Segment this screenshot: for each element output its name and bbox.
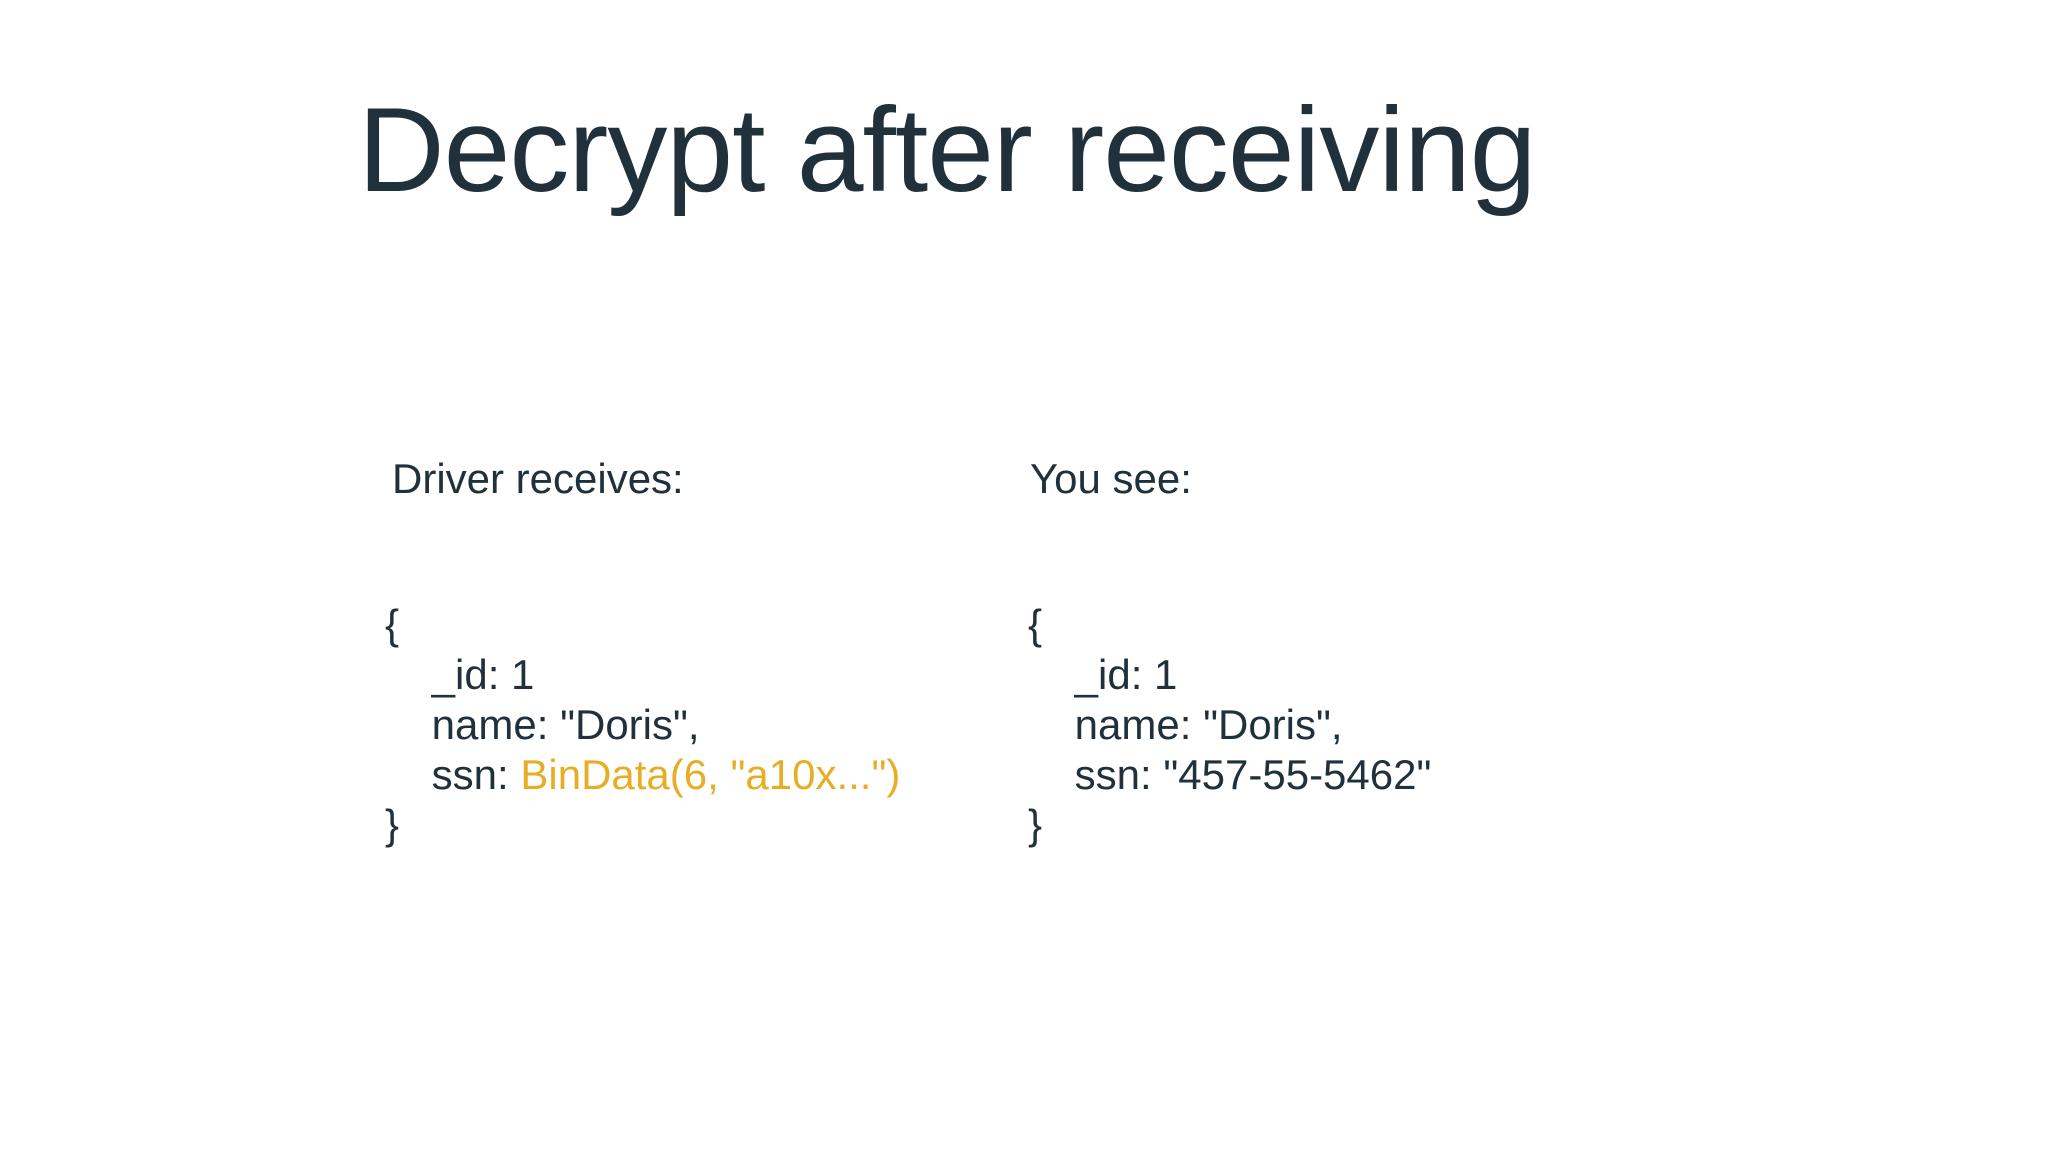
ssn-key: ssn: xyxy=(1028,751,1164,798)
code-line-name: name: "Doris", xyxy=(1028,701,1343,748)
code-line-ssn: ssn: BinData(6, "a10x...") xyxy=(385,750,901,800)
code-line-brace-open: { xyxy=(385,601,400,648)
code-line-id: _id: 1 xyxy=(385,651,535,698)
ssn-key: ssn: xyxy=(385,751,521,798)
slide-title: Decrypt after receiving xyxy=(358,83,1536,217)
code-line-ssn: ssn: "457-55-5462" xyxy=(1028,750,1432,800)
ssn-encrypted-value: BinData(6, "a10x...") xyxy=(520,751,901,798)
you-see-label: You see: xyxy=(1030,455,1192,502)
code-line-id: _id: 1 xyxy=(1028,651,1178,698)
code-line-brace-close: } xyxy=(385,801,400,848)
ssn-decrypted-value: "457-55-5462" xyxy=(1163,751,1432,798)
code-line-brace-open: { xyxy=(1028,601,1043,648)
driver-receives-code-block: { _id: 1 name: "Doris", ssn: BinData(6, … xyxy=(385,600,900,850)
code-line-name: name: "Doris", xyxy=(385,701,700,748)
driver-receives-label: Driver receives: xyxy=(392,455,684,502)
code-line-brace-close: } xyxy=(1028,801,1043,848)
you-see-code-block: { _id: 1 name: "Doris", ssn: "457-55-546… xyxy=(1028,600,1431,850)
